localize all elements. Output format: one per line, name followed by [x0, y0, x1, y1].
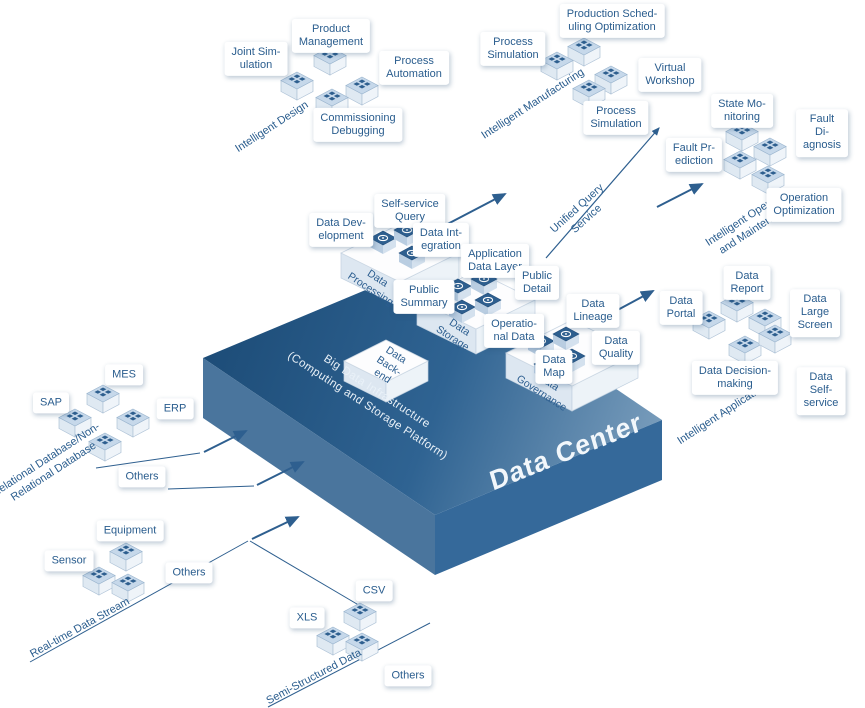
platform-right-face [435, 420, 662, 575]
platform-left-face [203, 358, 435, 575]
tag-public-detail: Public Detail [515, 265, 559, 301]
relational-arrow [203, 430, 248, 453]
csv-node-icon [344, 603, 376, 631]
tag-data-quality: Data Quality [591, 330, 641, 366]
tag-process-simulation-2: Process Simulation [583, 100, 649, 136]
tag-equipment: Equipment [96, 520, 164, 542]
unified-query-line [545, 127, 660, 259]
tag-virtual-workshop: Virtual Workshop [638, 57, 702, 93]
erp-node-icon [117, 409, 149, 437]
tag-data-lineage: Data Lineage [566, 293, 620, 329]
tag-application-data-layer: Application Data Layer [461, 243, 529, 279]
tag-sensor: Sensor [44, 550, 94, 572]
tag-public-summary: Public Summary [393, 279, 455, 315]
tag-rt-others: Others [165, 562, 213, 584]
tag-sap: SAP [32, 392, 70, 414]
tag-fault-diagnosis: Fault Di- agnosis [796, 109, 848, 157]
others-connector-line [167, 485, 255, 490]
tag-product-management: Product Management [291, 18, 371, 54]
tag-erp: ERP [156, 398, 194, 420]
tag-data-map: Data Map [535, 349, 573, 385]
tag-state-monitoring: State Mo- nitoring [711, 93, 773, 129]
platform-solid [203, 263, 662, 575]
semi-label-line [267, 622, 431, 708]
tag-semi-others: Others [384, 665, 432, 687]
others-arrow [256, 461, 305, 486]
tag-operation-optimization: Operation Optimization [766, 187, 842, 223]
equipment-node-icon [110, 543, 142, 571]
realtime-arrow [251, 516, 300, 540]
tag-csv: CSV [355, 580, 393, 602]
realtime-connector-line [29, 540, 249, 663]
mes-node-icon [87, 385, 119, 413]
tag-data-self-service: Data Self- service [796, 367, 846, 415]
tag-operational-data: Operatio- nal Data [484, 313, 544, 349]
semi-connector-line [249, 540, 363, 608]
tag-data-development: Data Dev- elopment [309, 212, 373, 248]
process-automation-node-icon [346, 77, 378, 105]
relational-connector-line [95, 452, 201, 469]
joint-simulation-node-icon [281, 72, 313, 100]
tag-mes: MES [105, 364, 143, 386]
tag-data-decision-making: Data Decision- making [691, 360, 779, 396]
tag-data-integration: Data Int- egration [412, 222, 470, 258]
platform-top-face [203, 263, 662, 515]
tag-joint-simulation: Joint Sim- ulation [224, 41, 288, 77]
tag-data-portal: Data Portal [659, 290, 703, 326]
data-decision-node-icon [729, 336, 761, 364]
tag-process-automation: Process Automation [379, 50, 449, 86]
tag-data-report: Data Report [723, 265, 771, 301]
tag-data-large-screen: Data Large Screen [790, 289, 840, 337]
fault-prediction-node-icon [724, 151, 756, 179]
tag-self-service-query: Self-service Query [374, 193, 446, 229]
fault-diagnosis-node-icon [754, 138, 786, 166]
tag-db-others: Others [118, 466, 166, 488]
backend-slab [343, 339, 429, 403]
xls-node-icon [317, 627, 349, 655]
tag-production-scheduling: Production Sched- uling Optimization [559, 3, 665, 39]
to-operation-arrow [656, 183, 704, 208]
tag-process-simulation-1: Process Simulation [480, 31, 546, 67]
tag-fault-prediction: Fault Pr- ediction [665, 137, 723, 173]
tag-xls: XLS [289, 607, 325, 629]
rt-others-node-icon [112, 574, 144, 602]
tag-commissioning-debugging: Commissioning Debugging [313, 107, 403, 143]
